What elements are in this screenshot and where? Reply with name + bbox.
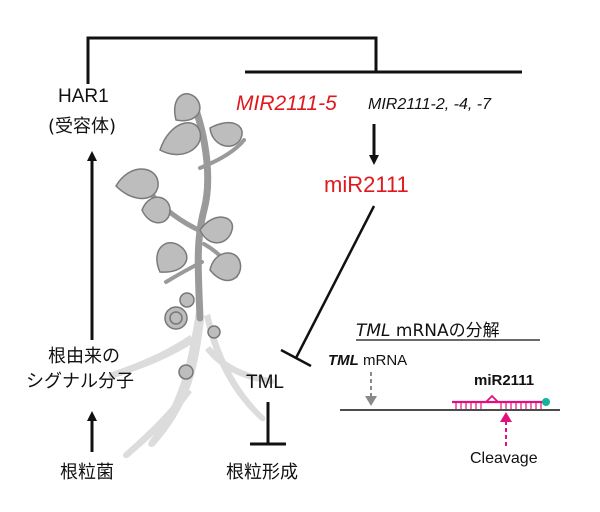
mirna-duplex-label: miR2111 bbox=[474, 372, 535, 389]
base-pair-ticks bbox=[455, 403, 542, 409]
har1-to-mir-connector bbox=[86, 36, 522, 84]
mir-inhibits-tml bbox=[280, 205, 376, 368]
tml-mrna-pointer-head bbox=[365, 396, 377, 406]
nodulation-label: 根粒形成 bbox=[226, 462, 298, 483]
signal-molecule-label-1: 根由来の bbox=[48, 346, 120, 367]
inset-title-rest: mRNAの分解 bbox=[390, 321, 500, 341]
signal-molecule-label-2: シグナル分子 bbox=[26, 371, 134, 392]
mir2111-mature-label: miR2111 bbox=[324, 172, 409, 197]
inset-title-tml: TML bbox=[356, 321, 391, 341]
mir2111-5-gene-label: MIR2111-5 bbox=[236, 92, 337, 115]
mirna-bulge bbox=[485, 394, 499, 403]
tml-mrna-rest: mRNA bbox=[358, 352, 408, 369]
root-nodules bbox=[164, 292, 221, 380]
tml-mrna-label: TML mRNA bbox=[328, 352, 407, 369]
soybean-plant-illustration bbox=[108, 93, 275, 459]
tml-label: TML bbox=[246, 372, 284, 393]
tml-inhibits-nodulation bbox=[250, 402, 286, 446]
cleavage-label: Cleavage bbox=[470, 450, 538, 467]
har1-label: HAR1 bbox=[58, 86, 109, 107]
inset-title: TML mRNAの分解 bbox=[356, 316, 500, 341]
root-system bbox=[108, 312, 275, 459]
mrna-cleavage-inset bbox=[340, 339, 560, 446]
har1-receptor-label: (受容体) bbox=[48, 116, 117, 137]
rhizobia-label: 根粒菌 bbox=[60, 462, 114, 483]
mirna-end-cap bbox=[542, 398, 550, 406]
tml-mrna-italic: TML bbox=[328, 352, 359, 369]
cleavage-pointer-head bbox=[500, 412, 512, 422]
mir2111-other-genes-label: MIR2111-2, -4, -7 bbox=[368, 96, 492, 113]
plant-leaves bbox=[115, 93, 243, 282]
